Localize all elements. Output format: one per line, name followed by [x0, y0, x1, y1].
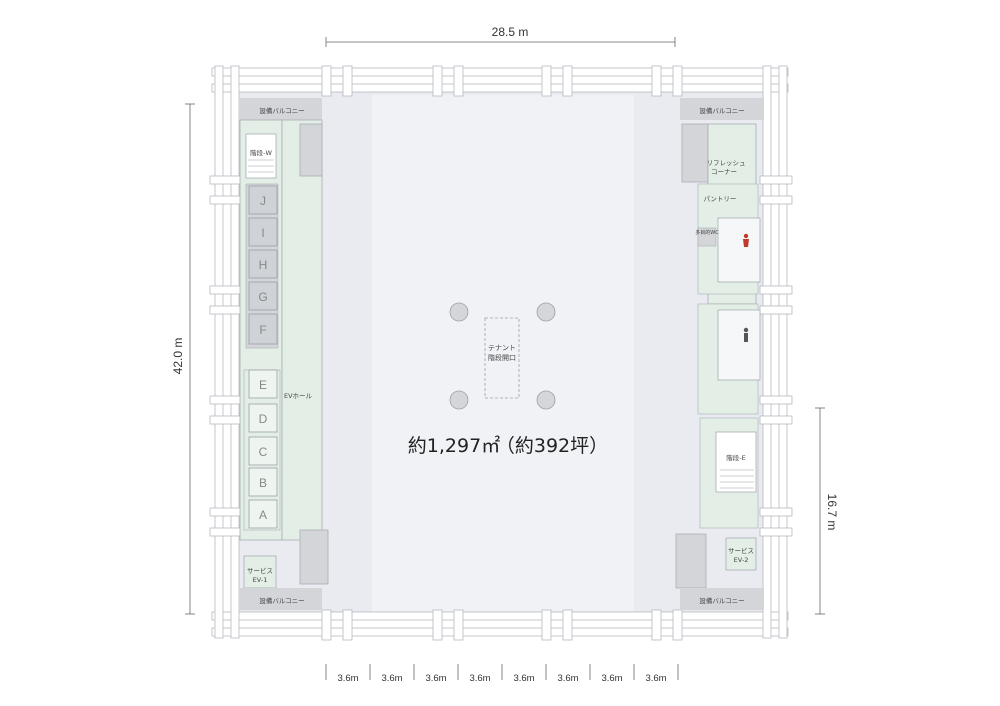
service-ev2 [725, 537, 757, 571]
balcony-label-top-left: 設備バルコニー [259, 106, 304, 115]
elevator-d [248, 403, 278, 433]
elevator-label: B [259, 476, 267, 490]
elevator-label: J [260, 194, 266, 208]
bay-label: 3.6m [381, 673, 402, 684]
floor-area-m2: 約1,297㎡ [408, 434, 500, 457]
balcony-top-left [240, 98, 322, 120]
elevator-label: G [258, 290, 267, 304]
restroom-women [717, 217, 761, 283]
elevator-labels: J I H G F E D C B A [258, 194, 267, 522]
bay-label: 3.6m [425, 673, 446, 684]
balcony-bottom-right [680, 588, 764, 610]
elevator-label: H [259, 258, 268, 272]
stair-e [715, 431, 757, 493]
bay-label: 3.6m [469, 673, 490, 684]
tenant-label-2: 階段開口 [488, 353, 516, 362]
restroom-men [717, 309, 761, 381]
service-ev1 [243, 555, 277, 589]
height-dimension-left: 42.0 m [171, 338, 185, 375]
width-dimension: 28.5 m [492, 25, 529, 39]
elevator-label: F [259, 323, 266, 337]
bay-label: 3.6m [601, 673, 622, 684]
height-dimension-right: 16.7 m [825, 494, 839, 531]
elevator-b [248, 467, 278, 497]
right-core [248, 98, 764, 610]
elevator-label: A [259, 508, 267, 522]
balcony-label-top-right: 設備バルコニー [699, 106, 744, 115]
office-floor [236, 89, 766, 615]
structural-grid [209, 65, 793, 641]
elevator-label: C [259, 445, 268, 459]
wc-label: 多目的WC [695, 229, 719, 236]
elevator-label: I [261, 226, 264, 240]
elevator-h [248, 249, 278, 279]
elevator-label: E [259, 378, 267, 392]
elevator-g [248, 281, 278, 311]
stair-w [245, 133, 277, 179]
restroom-icons [743, 233, 749, 342]
service-ev2-label-2: EV-2 [734, 556, 749, 564]
service-ev2-label-1: サービス [728, 546, 754, 555]
stair-e-label: 階段-E [726, 453, 745, 462]
balcony-label-bottom-left: 設備バルコニー [259, 596, 304, 605]
bay-dimensions: 3.6m 3.6m 3.6m 3.6m 3.6m 3.6m 3.6m 3.6m [337, 673, 666, 684]
elevator-a [248, 499, 278, 529]
floor-area-tsubo: （約392坪） [496, 435, 608, 457]
dimension-lines [185, 37, 825, 680]
service-ev1-label-2: EV-1 [253, 576, 268, 584]
left-core [239, 98, 329, 610]
stair-w-label: 階段-W [250, 148, 272, 157]
tenant-stair-opening [484, 317, 520, 399]
bay-label: 3.6m [513, 673, 534, 684]
bay-label: 3.6m [337, 673, 358, 684]
balcony-top-right [680, 98, 764, 120]
elevator-f [248, 313, 278, 345]
ev-hall-label: EVホール [284, 392, 313, 400]
interior-columns [449, 302, 556, 410]
bay-label: 3.6m [557, 673, 578, 684]
bay-label: 3.6m [645, 673, 666, 684]
balcony-bottom-left [240, 588, 322, 610]
tenant-label-1: テナント [488, 344, 516, 352]
elevator-shafts [248, 185, 278, 529]
refresh-corner-label-1: リフレッシュ [707, 159, 746, 167]
pantry-label: パントリー [704, 195, 737, 203]
balcony-label-bottom-right: 設備バルコニー [699, 596, 744, 605]
elevator-label: D [259, 412, 268, 426]
elevator-j [248, 185, 278, 215]
service-ev1-label-1: サービス [247, 566, 273, 575]
elevator-e [248, 369, 278, 399]
elevator-c [248, 436, 278, 466]
elevator-i [248, 217, 278, 247]
refresh-corner-label-2: コーナー [711, 168, 737, 176]
multipurpose-wc [697, 227, 717, 247]
